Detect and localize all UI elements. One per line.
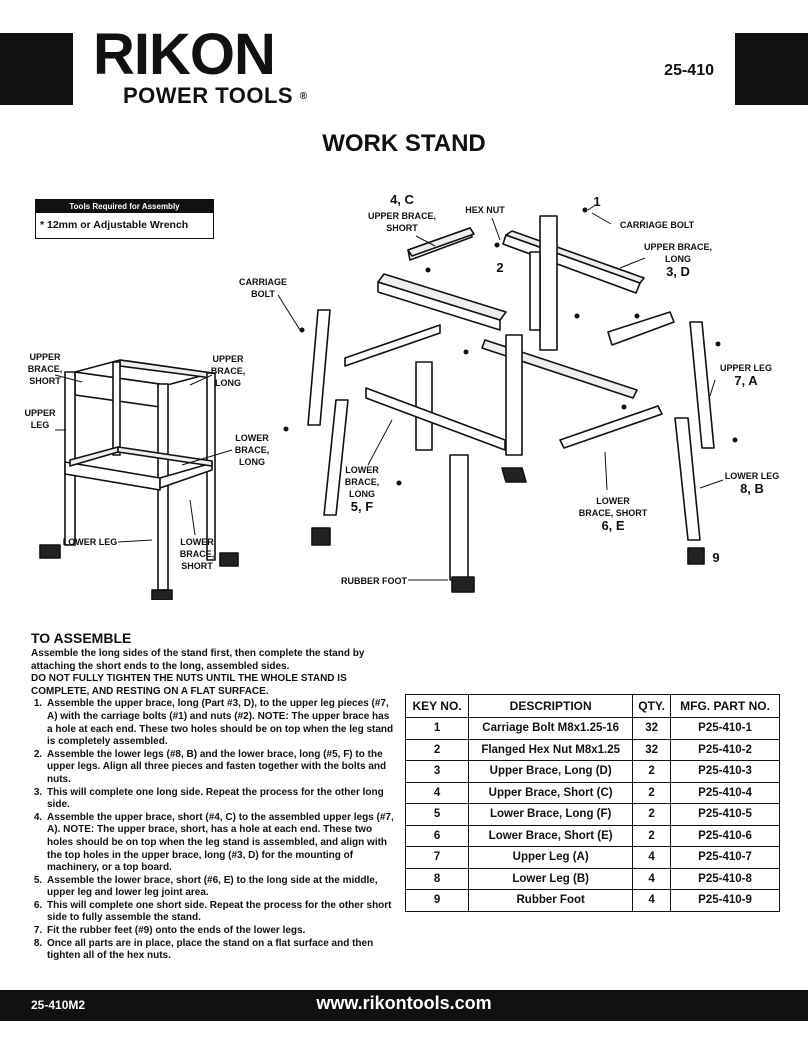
svg-text:SHORT: SHORT [181,561,213,571]
label-assembled-upper-leg: UPPER [24,408,56,418]
svg-text:8, B: 8, B [740,481,764,496]
assembled-stand-illustration [39,359,239,600]
assembly-intro: Assemble the long sides of the stand fir… [31,648,365,672]
tools-required-item: * 12mm or Adjustable Wrench [40,219,189,231]
brand-logo: RIKON POWER TOOLS ® [93,26,308,109]
svg-text:LONG: LONG [215,378,241,388]
svg-text:BRACE,: BRACE, [235,445,270,455]
parts-table: KEY NO. DESCRIPTION QTY. MFG. PART NO. 1… [404,694,780,912]
label-rubber-foot-number: 9 [712,550,719,565]
assembly-steps: Assemble the upper brace, long (Part #3,… [31,698,396,962]
label-lower-brace-long: LOWER [345,465,379,475]
model-number: 25-410 [664,62,714,79]
column-header-part-no: MFG. PART NO. [670,694,780,718]
document-code: 25-410M2 [31,998,86,1012]
label-upper-leg: UPPER LEG [720,363,772,373]
tools-required-heading: Tools Required for Assembly [36,200,213,213]
label-lower-brace-short: LOWER [596,496,630,506]
svg-text:LONG: LONG [239,457,265,467]
svg-text:BRACE,: BRACE, [345,477,380,487]
label-carriage-bolt-number: 1 [593,194,600,209]
column-header-key-no: KEY NO. [404,694,470,718]
registered-mark: ® [299,91,308,103]
svg-text:SHORT: SHORT [29,376,61,386]
label-assembled-upper-brace-long: UPPER [212,354,244,364]
svg-text:UPPER BRACE,: UPPER BRACE, [368,211,436,221]
svg-text:3, D: 3, D [666,264,690,279]
svg-text:SHORT: SHORT [386,223,418,233]
assembly-heading: TO ASSEMBLE [31,630,132,646]
svg-text:7, A: 7, A [734,373,758,388]
label-upper-brace-long: UPPER BRACE, [644,242,712,252]
assembly-step: Assemble the lower brace, short (#6, E) … [45,875,396,900]
svg-text:LEG: LEG [31,420,50,430]
page-title: WORK STAND [322,130,486,157]
website-link[interactable]: www.rikontools.com [316,993,492,1013]
label-upper-brace-short-number: 4, C [390,192,414,207]
assembly-step: Assemble the upper brace, long (Part #3,… [45,698,396,748]
svg-text:BRACE,: BRACE, [28,364,63,374]
brand-name: RIKON [93,22,276,87]
svg-text:BOLT: BOLT [251,289,275,299]
svg-text:BRACE,: BRACE, [211,366,246,376]
table-header-row: KEY NO. DESCRIPTION QTY. MFG. PART NO. [404,694,780,718]
header-black-bar-right [735,33,808,105]
assembly-step: Fit the rubber feet (#9) onto the ends o… [45,925,396,938]
label-assembled-lower-brace-long: LOWER [235,433,269,443]
svg-text:BRACE,: BRACE, [180,549,215,559]
assembly-step: This will complete one long side. Repeat… [45,787,396,812]
exploded-assembly-diagram: 4, C UPPER BRACE, SHORT HEX NUT 2 1 CARR… [24,192,780,600]
label-assembled-lower-leg: LOWER LEG [63,537,118,547]
header-black-bar-left [0,33,73,105]
footer-bar: 25-410M2 www.rikontools.com [0,990,808,1021]
svg-text:LONG: LONG [665,254,691,264]
column-header-qty: QTY. [632,694,672,718]
label-lower-leg: LOWER LEG [725,471,780,481]
svg-text:2: 2 [496,260,503,275]
svg-text:LONG: LONG [349,489,375,499]
assembly-step: Once all parts are in place, place the s… [45,938,396,963]
svg-text:5, F: 5, F [351,499,373,514]
brand-subtitle: POWER TOOLS ® [123,83,308,108]
label-assembled-lower-brace-short: LOWER [180,537,214,547]
svg-text:BRACE, SHORT: BRACE, SHORT [579,508,648,518]
label-hex-nut: HEX NUT [465,205,505,215]
column-header-description: DESCRIPTION [468,694,634,718]
assembly-warning: DO NOT FULLY TIGHTEN THE NUTS UNTIL THE … [31,673,347,697]
label-rubber-foot: RUBBER FOOT [341,576,407,586]
svg-text:6, E: 6, E [601,518,624,533]
tools-required-box: Tools Required for Assembly * 12mm or Ad… [35,199,214,239]
assembly-step: Assemble the upper brace, short (#4, C) … [45,812,396,875]
label-assembled-upper-brace-short: UPPER [29,352,61,362]
label-carriage-bolt-left: CARRIAGE [239,277,287,287]
assembly-step: Assemble the lower legs (#8, B) and the … [45,749,396,787]
assembly-step: This will complete one short side. Repea… [45,900,396,925]
assembly-instructions: TO ASSEMBLE Assemble the long sides of t… [31,630,396,963]
label-carriage-bolt: CARRIAGE BOLT [620,220,695,230]
